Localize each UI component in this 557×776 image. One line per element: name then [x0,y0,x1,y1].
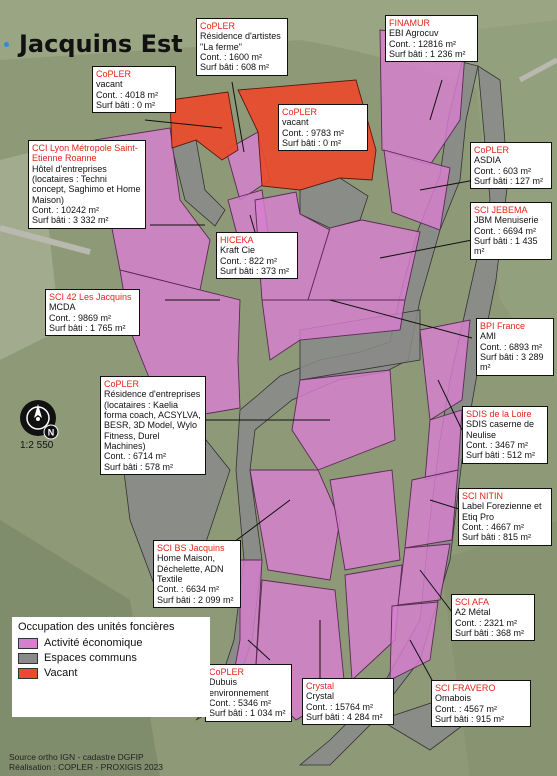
parcel-bpi-west [261,299,406,361]
parcel-fravero [389,601,439,681]
label-sci-42: SCI 42 Les Jacquins MCDA Cont. : 9869 m²… [45,289,140,337]
label-sdis: SDIS de la Loire SDIS caserne de Neulise… [462,406,548,464]
legend-item-espaces: Espaces communs [18,652,204,664]
legend-label-espaces: Espaces communs [44,652,137,664]
legend-swatch-espaces [18,652,38,664]
legend-label-vacant: Vacant [44,667,78,679]
compass: N [18,398,62,447]
label-sci-fravero: SCI FRAVERO Omabois Cont. : 4567 m² Surf… [431,680,531,728]
road [0,225,91,255]
label-sci-nitin: SCI NITIN Label Forezienne et Etiq Pro C… [458,488,552,546]
economic-parcels [94,29,471,721]
label-coupler-vacant-left: CoPLER vacant Cont. : 4018 m² Surf bâti … [92,66,176,114]
compass-north-label: N [48,428,55,438]
label-sci-bs-jacquins: SCI BS Jacquins Home Maison, Déchelette,… [153,540,241,609]
source-line: Source ortho IGN - cadastre DGFIP [9,752,144,762]
parcel-jebema [307,219,421,301]
label-coupler-residence-entreprises: CoPLER Résidence d'entreprises (locatair… [100,376,206,476]
title-bullet-icon [4,41,9,47]
parcel-bs-north [249,469,341,581]
label-cci-lyon: CCI Lyon Métropole Saint-Etienne Roanne … [28,140,146,229]
credit-line: Réalisation : COPLER - PROXIGIS 2023 [9,762,164,773]
parcel-residence-entreprises [291,369,396,471]
label-coupler-dubuis: CoPLER Dubuis environnement Cont. : 5346… [205,664,292,722]
label-crystal: Crystal Crystal Cont. : 15764 m² Surf bâ… [302,678,394,726]
legend-item-activite: Activité économique [18,637,204,649]
source-credits: Source ortho IGN - cadastre DGFIP Réalis… [9,752,163,772]
compass-icon: N [20,400,59,440]
legend-item-vacant: Vacant [18,667,204,679]
legend: Occupation des unités foncières Activité… [12,617,210,717]
parcel-sdis [424,409,463,481]
legend-swatch-activite [18,637,38,649]
legend-swatch-vacant [18,667,38,679]
label-sci-jebema: SCI JEBEMA JBM Menuiserie Cont. : 6694 m… [470,202,552,260]
label-coupler-vacant-center: CoPLER vacant Cont. : 9783 m² Surf bâti … [278,104,368,152]
map-title: Jacquins Est [19,30,183,58]
label-coupler-residence-artistes: CoPLER Résidence d'artistes "La ferme" C… [196,18,288,76]
map-title-row: Jacquins Est [4,30,183,58]
road [518,57,557,83]
legend-label-activite: Activité économique [44,637,143,649]
scale-label: 1:2 550 [20,440,54,451]
label-coupler-asdia: CoPLER ASDIA Cont. : 603 m² Surf bâti : … [470,142,552,190]
parcel-nitin [404,469,459,549]
parcel-bpi [419,319,471,421]
label-bpi-france: BPI France AMI Cont. : 6893 m² Surf bâti… [476,318,554,376]
legend-title: Occupation des unités foncières [18,621,175,633]
label-finamur: FINAMUR EBI Agrocuv Cont. : 12816 m² Sur… [385,15,478,63]
parcel-asdia [383,149,451,231]
label-sci-afa: SCI AFA A2 Métal Cont. : 2321 m² Surf bâ… [451,594,535,642]
label-hiceka: HICEKA Kraft Cie Cont. : 822 m² Surf bât… [216,232,298,280]
parcel-crystal-north [329,469,401,571]
